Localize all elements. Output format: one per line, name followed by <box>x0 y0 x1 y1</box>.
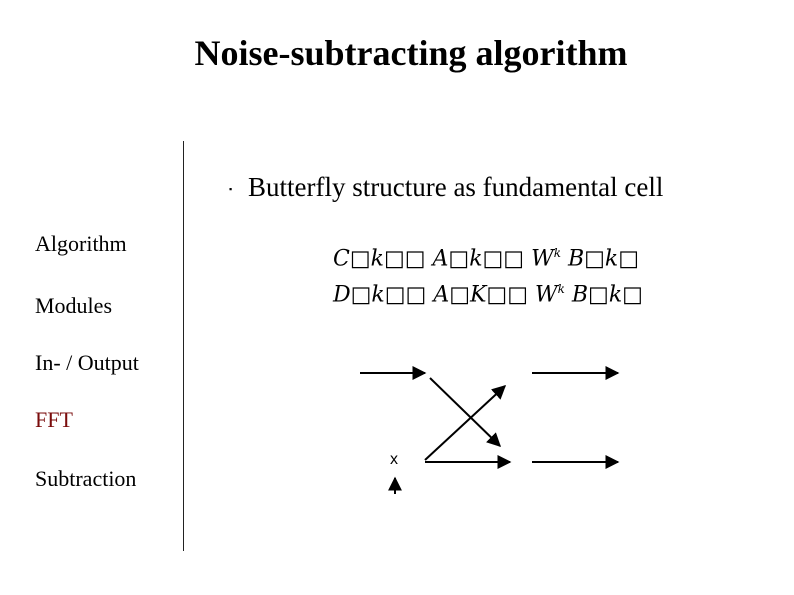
cross-up-arrow <box>424 385 507 461</box>
nav-item-in-output[interactable]: In- / Output <box>35 350 139 375</box>
multiplier-label: x <box>390 451 398 468</box>
bullet-icon: ▪ <box>229 184 233 194</box>
nav-item-fft[interactable]: FFT <box>35 407 73 432</box>
formula-c-tail: B□k□ <box>560 246 640 272</box>
nav-item-algorithm[interactable]: Algorithm <box>35 231 127 256</box>
formula-d: D□k□□ A□K□□ Wk B□k□ <box>333 282 643 307</box>
cross-down-arrow <box>429 377 502 447</box>
formula-c-main: C□k□□ A□k□□ W <box>333 246 554 272</box>
slide-title: Noise-subtracting algorithm <box>194 33 628 73</box>
formula-c: C□k□□ A□k□□ Wk B□k□ <box>333 246 639 271</box>
nav-item-modules[interactable]: Modules <box>35 293 112 318</box>
nav-item-subtraction[interactable]: Subtraction <box>35 466 137 491</box>
vertical-divider <box>183 141 184 551</box>
formula-d-exponent: k <box>557 282 565 296</box>
formula-d-main: D□k□□ A□K□□ W <box>333 282 558 308</box>
formula-d-tail: B□k□ <box>564 282 643 308</box>
formula-c-exponent: k <box>553 246 561 260</box>
butterfly-diagram <box>360 366 620 494</box>
bullet-text: Butterfly structure as fundamental cell <box>248 172 664 202</box>
